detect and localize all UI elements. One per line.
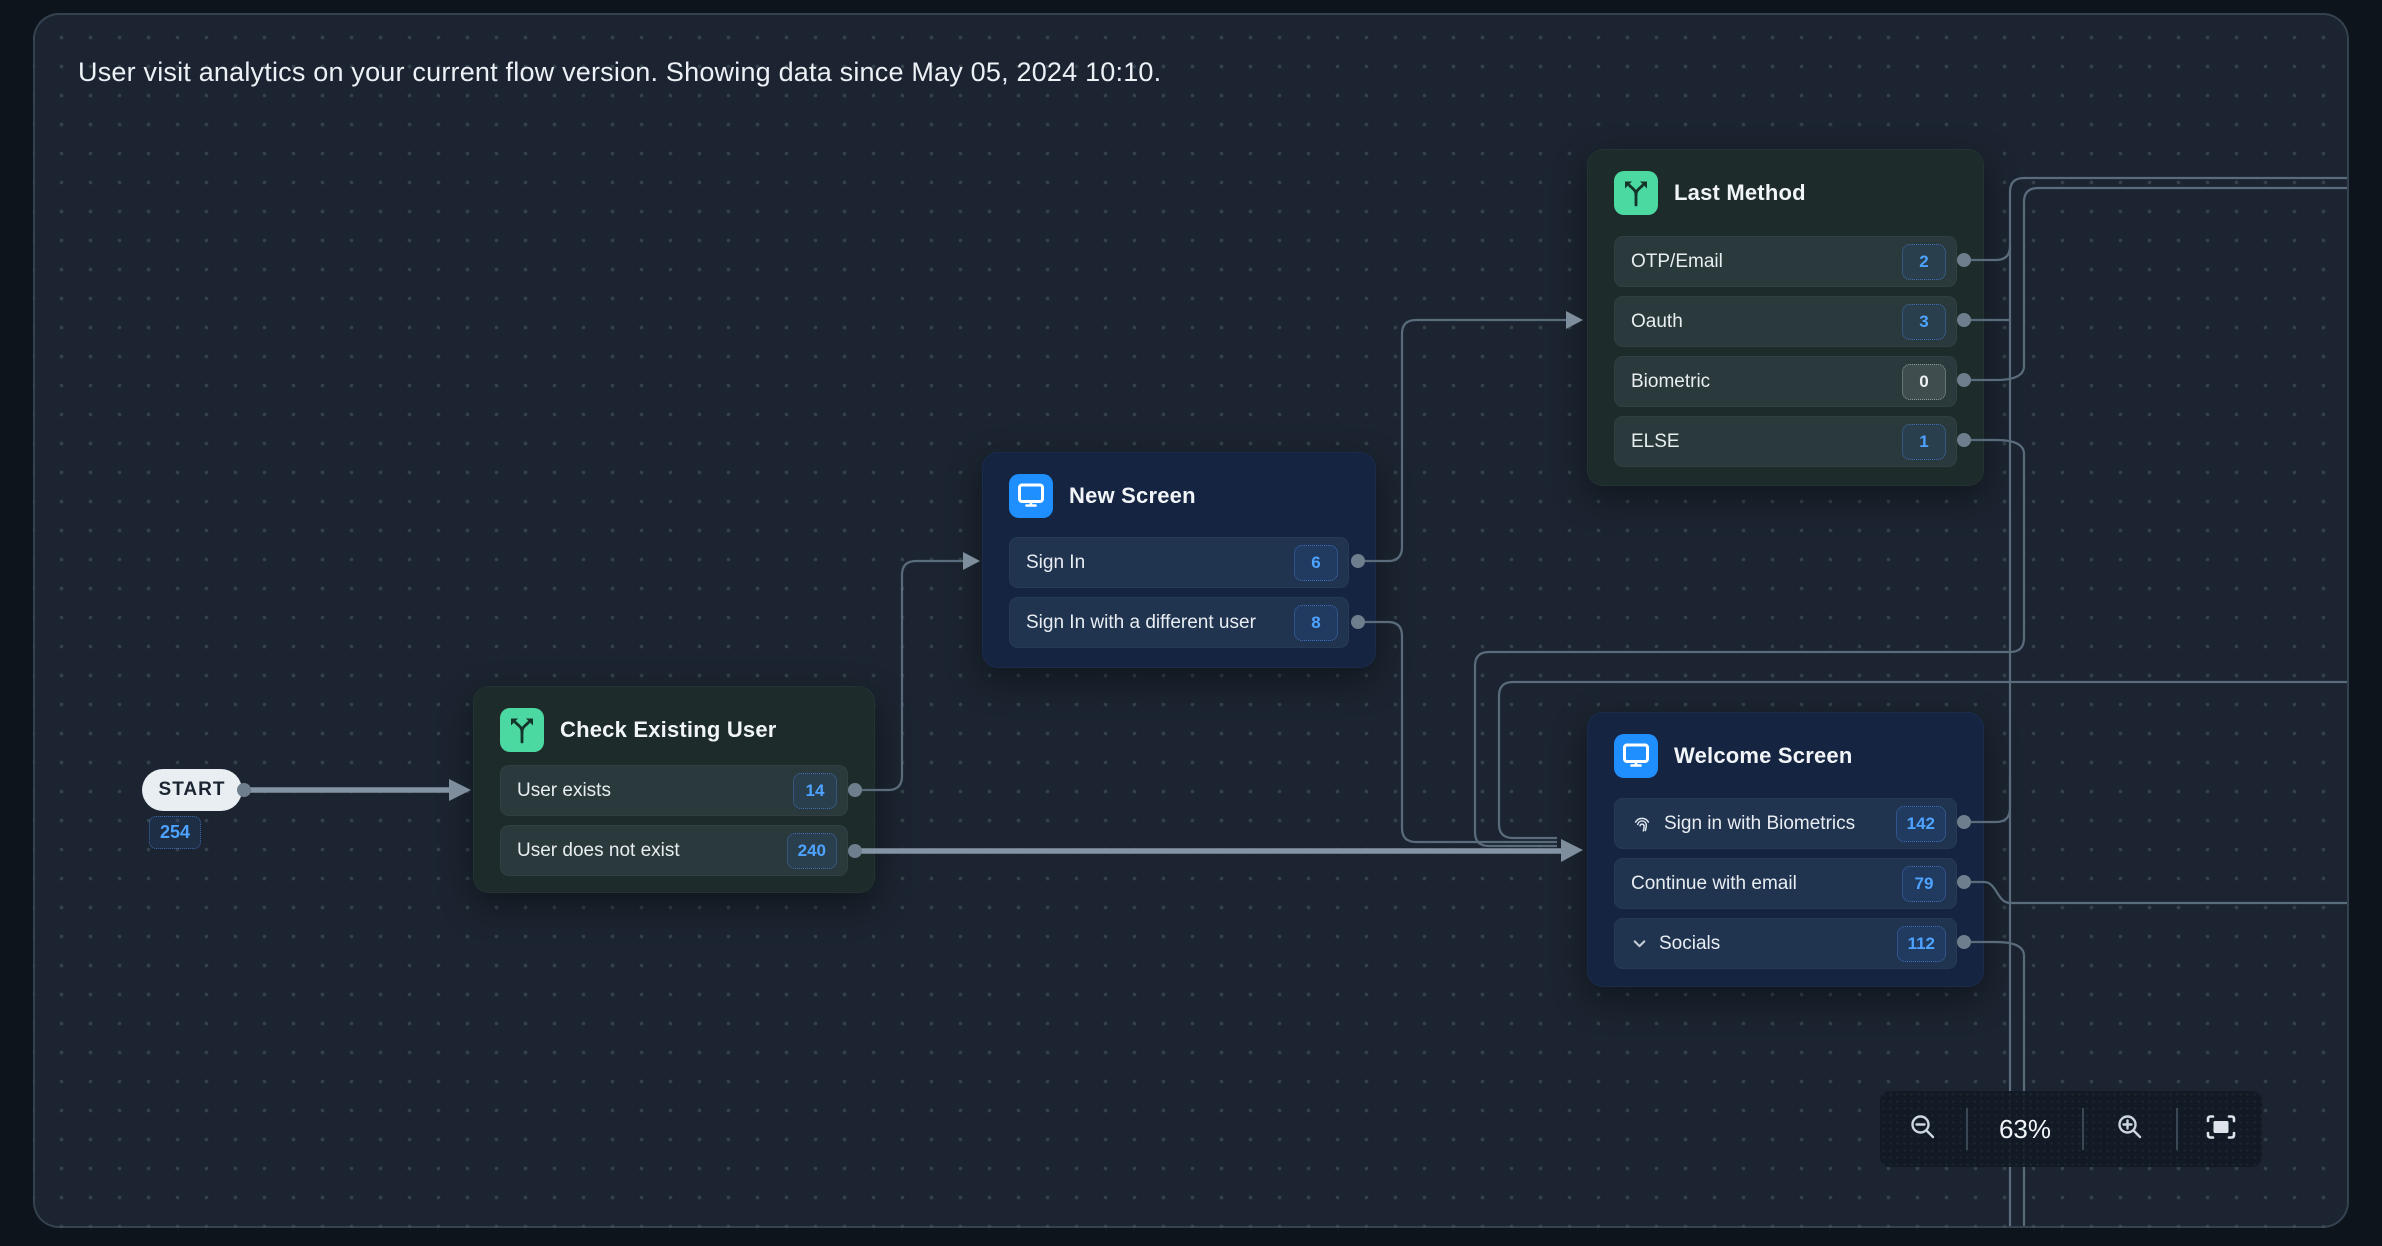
- count-badge: 79: [1902, 865, 1946, 902]
- row-otp-email[interactable]: OTP/Email 2: [1614, 236, 1957, 287]
- count-badge: 1: [1902, 423, 1946, 460]
- count-badge: 3: [1902, 303, 1946, 340]
- zoom-toolbar: 63%: [1880, 1091, 2262, 1167]
- edge-continue-email-out: [1964, 880, 2347, 905]
- flow-canvas[interactable]: User visit analytics on your current flo…: [33, 13, 2349, 1228]
- page-title: User visit analytics on your current flo…: [78, 57, 1162, 87]
- screen-icon: [1614, 734, 1658, 778]
- fit-view-icon: [2203, 1111, 2239, 1148]
- toolbar-separator: [2082, 1108, 2084, 1150]
- fit-view-button[interactable]: [2178, 1091, 2264, 1167]
- row-biometric[interactable]: Biometric 0: [1614, 356, 1957, 407]
- branch-icon: [1614, 171, 1658, 215]
- count-badge: 2: [1902, 243, 1946, 280]
- arrow-into-new-screen: [963, 552, 980, 570]
- row-sign-in-with-a-different-user[interactable]: Sign In with a different user 8: [1009, 597, 1349, 648]
- screen-icon: [1009, 474, 1053, 518]
- row-label: Biometric: [1631, 370, 1711, 392]
- zoom-out-button[interactable]: [1880, 1091, 1966, 1167]
- count-badge: 240: [786, 832, 837, 869]
- edge-otp-email-out: [1964, 176, 2347, 262]
- zoom-in-icon: [2114, 1111, 2146, 1148]
- row-user-exists[interactable]: User exists 14: [500, 765, 848, 816]
- node-title: Welcome Screen: [1674, 743, 1853, 768]
- count-badge: 112: [1896, 925, 1946, 962]
- row-label: Sign in with Biometrics: [1664, 812, 1856, 834]
- row-label: Sign In with a different user: [1026, 611, 1256, 633]
- fingerprint-icon: [1631, 813, 1653, 835]
- arrow-into-welcome: [1561, 839, 1583, 862]
- zoom-level: 63%: [1998, 1113, 2052, 1144]
- row-label: User exists: [517, 779, 611, 801]
- row-sign-in[interactable]: Sign In 6: [1009, 537, 1349, 588]
- count-badge: 14: [793, 772, 837, 809]
- row-label: Continue with email: [1631, 872, 1797, 894]
- arrow-into-last-method: [1566, 311, 1583, 329]
- row-sign-in-with-biometrics[interactable]: Sign in with Biometrics 142: [1614, 798, 1957, 849]
- row-user-does-not-exist[interactable]: User does not exist 240: [500, 825, 848, 876]
- row-oauth[interactable]: Oauth 3: [1614, 296, 1957, 347]
- edge-sign-in-different-user-to-welcome: [1358, 620, 1557, 844]
- toolbar-separator: [2176, 1108, 2178, 1150]
- row-label: Socials: [1659, 932, 1721, 954]
- start-pill[interactable]: START: [142, 769, 242, 811]
- branch-icon: [500, 708, 544, 752]
- row-label: OTP/Email: [1631, 250, 1723, 272]
- count-badge: 6: [1294, 544, 1338, 581]
- row-else[interactable]: ELSE 1: [1614, 416, 1957, 467]
- row-socials[interactable]: Socials 112: [1614, 918, 1957, 969]
- row-label: Oauth: [1631, 310, 1683, 332]
- zoom-out-icon: [1907, 1111, 1939, 1148]
- node-title: New Screen: [1069, 483, 1196, 508]
- count-badge: 8: [1294, 604, 1338, 641]
- row-continue-with-email[interactable]: Continue with email 79: [1614, 858, 1957, 909]
- node-title: Check Existing User: [560, 717, 777, 742]
- edge-biometric-out: [1964, 186, 2347, 382]
- zoom-in-button[interactable]: [2084, 1091, 2176, 1167]
- arrow-into-check: [449, 779, 471, 801]
- row-label: Sign In: [1026, 551, 1086, 573]
- row-label: ELSE: [1631, 430, 1680, 452]
- start-count-badge: 254: [149, 816, 202, 849]
- count-badge: 0: [1902, 363, 1946, 400]
- chevron-down-icon: [1631, 935, 1648, 952]
- edge-sign-in-to-last-method: [1358, 318, 1566, 563]
- node-title: Last Method: [1674, 180, 1806, 205]
- row-label: User does not exist: [517, 839, 680, 861]
- count-badge: 142: [1895, 805, 1946, 842]
